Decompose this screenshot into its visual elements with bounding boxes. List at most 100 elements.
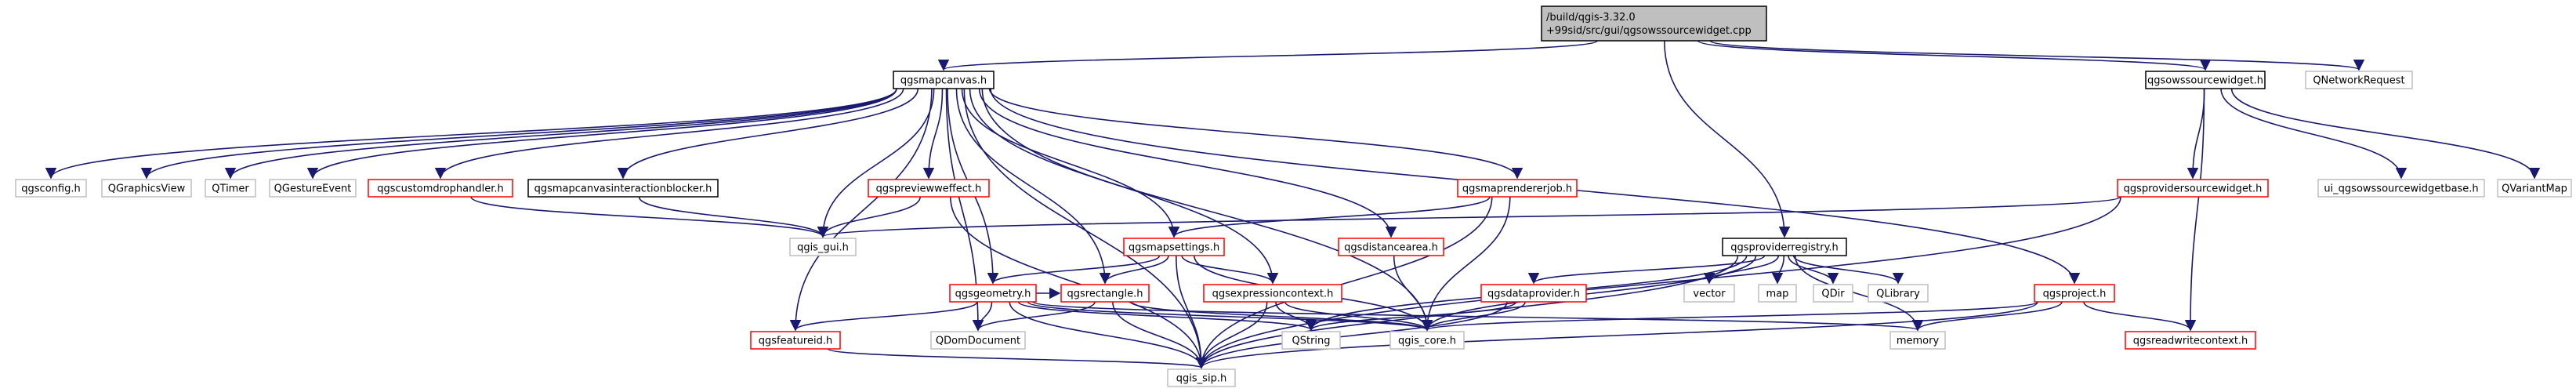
edge-qgsprovidersourcewidget-to-qgis_sip (1195, 196, 2121, 369)
node-label: QNetworkRequest (2313, 75, 2404, 87)
node-qgsconfig[interactable]: qgsconfig.h (15, 179, 87, 198)
edge-qgsmapcanvas-to-qgsrectangle (955, 88, 1111, 285)
node-qgsdataprovider[interactable]: qgsdataprovider.h (1480, 284, 1587, 303)
node-qgraphicsview[interactable]: QGraphicsView (101, 179, 192, 198)
node-qnetworkrequest[interactable]: QNetworkRequest (2305, 71, 2413, 89)
edge-qgsproviderregistry-to-vector (1703, 255, 1780, 285)
node-root[interactable]: /build/qgis-3.32.0+99sid/src/gui/qgsowss… (1541, 5, 1767, 42)
node-box (750, 331, 841, 350)
node-map[interactable]: map (1758, 284, 1797, 303)
node-qgis-sip[interactable]: qgis_sip.h (1167, 368, 1236, 387)
node-qgis-core[interactable]: qgis_core.h (1389, 331, 1465, 350)
node-qgsgeometry[interactable]: qgsgeometry.h (949, 284, 1037, 303)
node-label: QVariantMap (2502, 183, 2567, 195)
node-qgsfeatureid[interactable]: qgsfeatureid.h (750, 331, 841, 350)
node-qgsrectangle[interactable]: qgsrectangle.h (1060, 284, 1150, 303)
node-qtimer[interactable]: QTimer (205, 179, 256, 198)
node-box (1060, 284, 1150, 303)
edge-qgsprovidersourcewidget-to-qgis_gui (817, 196, 2121, 238)
node-box (2117, 179, 2269, 198)
node-label: qgsgeometry.h (955, 289, 1031, 300)
edge-qgsgeometry-to-qgis_sip (1009, 301, 1208, 369)
node-qgsreadwritecontext[interactable]: qgsreadwritecontext.h (2125, 331, 2256, 350)
node-qvariantmap[interactable]: QVariantMap (2497, 179, 2572, 198)
node-qgestureevent[interactable]: QGestureEvent (269, 179, 357, 198)
node-box (1683, 284, 1735, 303)
node-label: qgsdataprovider.h (1487, 289, 1580, 300)
edge-qgsmaprendererjob-to-qgis_sip (1195, 196, 1493, 369)
node-label: qgsmapcanvasinteractionblocker.h (534, 183, 712, 195)
node-label: QGraphicsView (108, 183, 186, 195)
node-qdir[interactable]: QDir (1813, 284, 1853, 303)
node-box (2317, 179, 2485, 198)
node-qgsproject[interactable]: qgsproject.h (2034, 284, 2115, 303)
node-label: qgsowssourcewidget.h (2147, 75, 2263, 87)
node-label: ui_qgsowssourcewidgetbase.h (2324, 183, 2478, 195)
node-qgspreviewweffect[interactable]: qgspreviewweffect.h (868, 179, 990, 198)
edge-qgsrectangle-to-qdomdocument (972, 301, 1096, 332)
node-box (1722, 238, 1847, 256)
node-box (1541, 5, 1767, 42)
node-box (1167, 368, 1236, 387)
node-qgsmapcanvas[interactable]: qgsmapcanvas.h (893, 71, 995, 89)
node-qlibrary[interactable]: QLibrary (1868, 284, 1929, 303)
node-label: qgsmapsettings.h (1129, 242, 1219, 254)
edge-qgsmapcanvas-to-qgsmapcanvasinteractionblocker (617, 88, 919, 180)
node-label: qgsproviderregistry.h (1730, 242, 1839, 254)
node-vector[interactable]: vector (1683, 284, 1735, 303)
edge-qgsmapsettings-to-qgsexpressioncontext (1181, 255, 1279, 285)
node-box (1203, 284, 1342, 303)
edge-qgsmaprendererjob-to-qgsmapsettings (1168, 196, 1491, 238)
node-qgsmapcanvasinteractionblocker[interactable]: qgsmapcanvasinteractionblocker.h (527, 179, 719, 198)
edge-qgsproviderregistry-to-map (1771, 255, 1785, 285)
node-label: qgscustomdrophandler.h (377, 183, 504, 195)
node-box (949, 284, 1037, 303)
node-box (1868, 284, 1929, 303)
node-memory[interactable]: memory (1889, 331, 1946, 350)
node-qgsexpressioncontext[interactable]: qgsexpressioncontext.h (1203, 284, 1342, 303)
node-qgsmaprendererjob[interactable]: qgsmaprendererjob.h (1457, 179, 1578, 198)
edge-qgsgeometry-to-qgis_core (1027, 301, 1433, 332)
edge-root-to-qgsowssourcewidget (1697, 40, 2211, 71)
node-box (1281, 331, 1341, 350)
edge-root-to-qnetworkrequest (1709, 40, 2364, 71)
node-qgscustomdrophandler[interactable]: qgscustomdrophandler.h (368, 179, 513, 198)
node-label: qgsmaprendererjob.h (1462, 183, 1572, 195)
edge-qgsowssourcewidget-to-qgsreadwritecontext (2184, 88, 2205, 332)
node-label: map (1766, 289, 1789, 300)
edge-qgsproject-to-qgsreadwritecontext (2083, 301, 2197, 332)
node-box (1123, 238, 1225, 256)
node-label: qgsmapcanvas.h (900, 75, 987, 87)
node-label: QLibrary (1876, 289, 1920, 300)
node-box (2497, 179, 2572, 198)
edge-qgsdataprovider-to-qstring (1306, 301, 1517, 332)
node-box (1813, 284, 1853, 303)
edge-qgsmapcanvas-to-qgsconfig (45, 88, 897, 180)
node-box (205, 179, 256, 198)
node-ui-qgsowssourcewidgetbase[interactable]: ui_qgsowssourcewidgetbase.h (2317, 179, 2485, 198)
node-label: qgis_core.h (1398, 336, 1456, 347)
node-qgsowssourcewidget[interactable]: qgsowssourcewidget.h (2145, 71, 2266, 89)
node-qgis-gui[interactable]: qgis_gui.h (789, 238, 857, 256)
node-label: qgis_sip.h (1176, 373, 1226, 385)
edge-qgsmapsettings-to-qgis_sip (1176, 255, 1208, 369)
node-qgsdistancearea[interactable]: qgsdistancearea.h (1338, 238, 1444, 256)
node-qgsproviderregistry[interactable]: qgsproviderregistry.h (1722, 238, 1847, 256)
edge-qgsproviderregistry-to-qdir (1788, 255, 1839, 285)
node-label: qgsconfig.h (21, 183, 80, 195)
node-label: qgis_gui.h (797, 242, 849, 254)
edge-qgsgeometry-to-memory (1032, 301, 1923, 332)
edge-qgsmapcanvas-to-qgsmaprendererjob (988, 88, 1523, 180)
node-box (1457, 179, 1578, 198)
node-qgsprovidersourcewidget[interactable]: qgsprovidersourcewidget.h (2117, 179, 2269, 198)
edge-qgsfeatureid-to-qgis_sip (827, 348, 1207, 369)
node-qgsmapsettings[interactable]: qgsmapsettings.h (1123, 238, 1225, 256)
edge-qgsproject-to-memory (1911, 301, 2063, 332)
node-qdomdocument[interactable]: QDomDocument (930, 331, 1026, 350)
node-label: qgsdistancearea.h (1344, 242, 1438, 254)
node-box (1389, 331, 1465, 350)
edge-qgsrectangle-to-qgis_sip (1112, 301, 1208, 369)
node-label: /build/qgis-3.32.0 (1546, 12, 1636, 24)
node-qstring[interactable]: QString (1281, 331, 1341, 350)
